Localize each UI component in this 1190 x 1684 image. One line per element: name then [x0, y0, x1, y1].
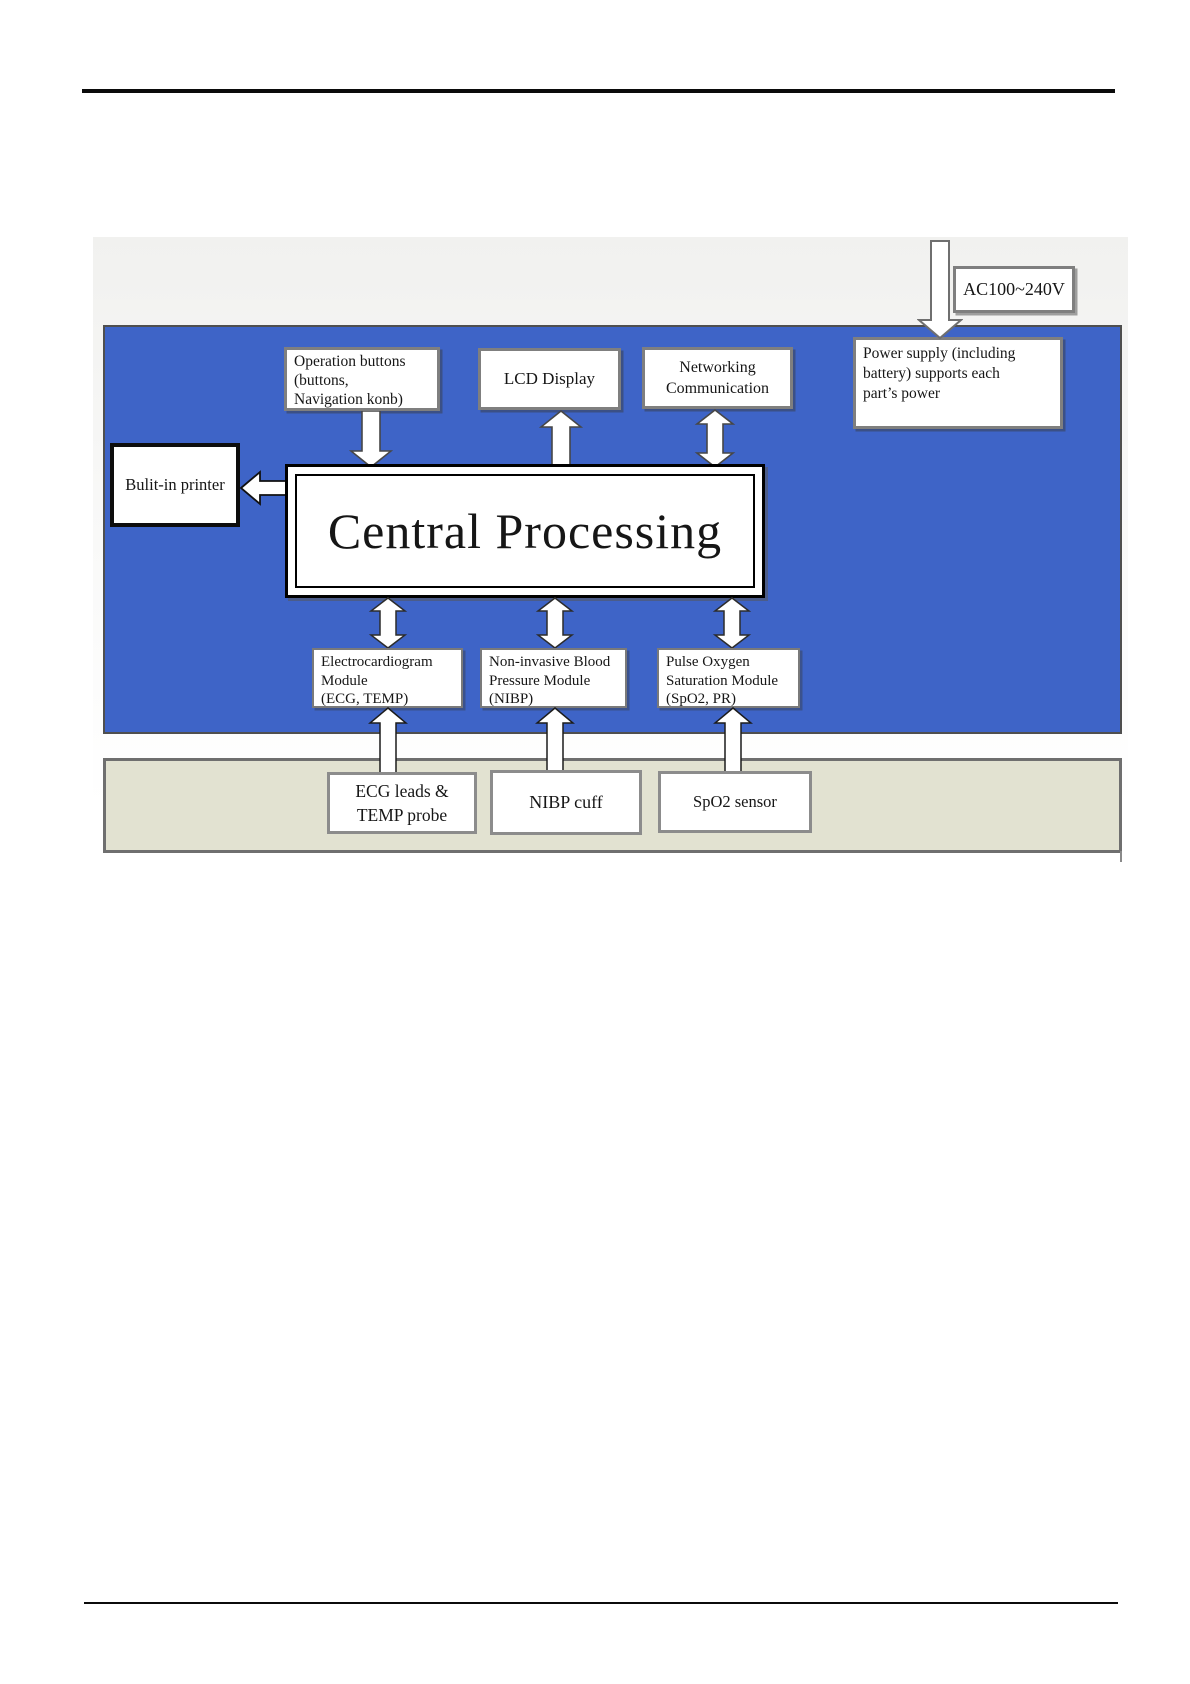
- ecg-module-box: Electrocardiogram Module (ECG, TEMP): [312, 648, 463, 708]
- nibp-sensor-up-arrow-icon: [535, 707, 575, 775]
- central-processing-inner: Central Processing: [295, 474, 755, 588]
- cpu-spo2-double-arrow-icon: [712, 597, 752, 649]
- spo2-module-box: Pulse Oxygen Saturation Module (SpO2, PR…: [657, 648, 800, 708]
- lcd-display-box: LCD Display: [478, 348, 621, 410]
- footer-rule: [84, 1602, 1118, 1604]
- header-rule: [82, 89, 1115, 93]
- panel-corner-tick: [1120, 851, 1122, 862]
- ecg-leads-box: ECG leads & TEMP probe: [327, 772, 477, 834]
- power-supply-box: Power supply (including battery) support…: [853, 337, 1063, 429]
- cpu-to-printer-left-arrow-icon: [239, 469, 288, 507]
- cpu-ecg-double-arrow-icon: [368, 597, 408, 649]
- cpu-nibp-double-arrow-icon: [535, 597, 575, 649]
- central-processing-label: Central Processing: [327, 503, 723, 559]
- printer-box: Bulit-in printer: [110, 443, 240, 527]
- ac-input-box: AC100~240V: [953, 266, 1075, 313]
- nibp-cuff-box: NIBP cuff: [490, 770, 642, 835]
- central-processing-box: Central Processing: [285, 464, 765, 598]
- spo2-sensor-box: SpO2 sensor: [658, 771, 812, 833]
- networking-box: Networking Communication: [642, 347, 793, 409]
- nibp-module-box: Non-invasive Blood Pressure Module (NIBP…: [480, 648, 627, 708]
- ecg-sensor-up-arrow-icon: [368, 707, 408, 775]
- operation-buttons-box: Operation buttons (buttons, Navigation k…: [284, 347, 440, 411]
- cpu-to-lcd-up-arrow-icon: [539, 410, 583, 468]
- spo2-sensor-up-arrow-icon: [713, 707, 753, 775]
- networking-cpu-double-arrow-icon: [693, 409, 737, 468]
- operation-to-cpu-down-arrow-icon: [349, 411, 393, 468]
- ac-down-arrow-icon: [917, 240, 963, 340]
